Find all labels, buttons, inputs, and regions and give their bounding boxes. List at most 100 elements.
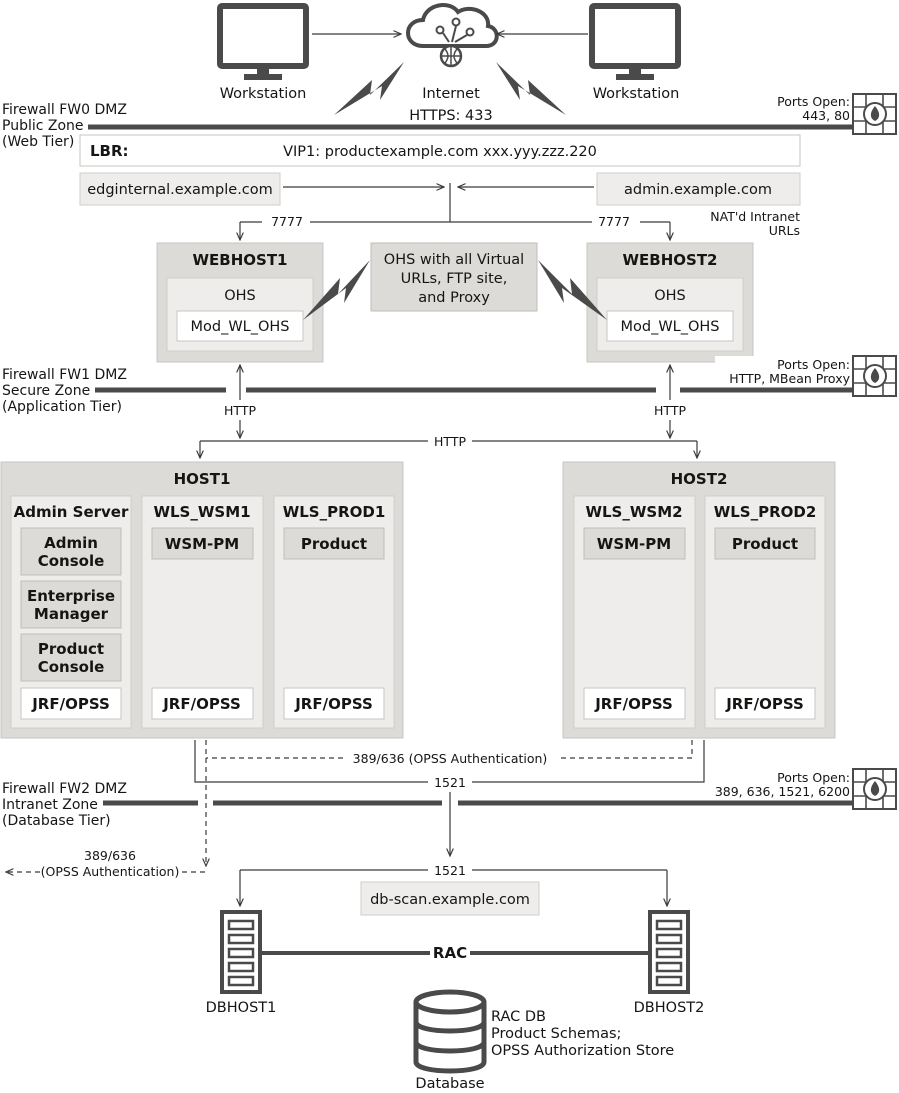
ohs-note-line2: URLs, FTP site, <box>401 271 508 287</box>
webhost1-module-box <box>176 310 304 342</box>
url-left-box <box>79 172 281 206</box>
port-web-left: 7777 <box>271 214 303 229</box>
wsm1-jrf-box <box>151 687 254 720</box>
ports-fw1-bg <box>715 356 852 386</box>
prod2-jrf-label: JRF/OPSS <box>725 695 804 713</box>
zone-fw2-line2: Intranet Zone <box>2 797 98 813</box>
lbr-vip: VIP1: productexample.com xxx.yyy.zzz.220 <box>283 144 597 160</box>
product-console-line1: Product <box>38 640 104 658</box>
prod2-item-box <box>714 527 816 560</box>
admin-jrf-label: JRF/OPSS <box>31 695 110 713</box>
rac-label: RAC <box>433 944 467 962</box>
wsm2-jrf-box <box>583 687 686 720</box>
prod1-jrf-box <box>283 687 385 720</box>
db-note-line2: Product Schemas; <box>491 1026 621 1042</box>
nat-label-line1: NAT'd Intranet <box>710 209 800 224</box>
prod2-item-label: Product <box>732 535 798 553</box>
admin-console-box <box>20 527 122 576</box>
nat-label-line2: URLs <box>769 223 800 238</box>
ports-fw2-bg <box>715 769 852 799</box>
ports-fw0-bg <box>768 92 852 122</box>
ldap-label: 389/636 (OPSS Authentication) <box>353 751 548 766</box>
zone-fw1-line1: Firewall FW1 DMZ <box>2 367 127 383</box>
dbhost2-server-icon <box>648 910 690 994</box>
wls-prod1-title: WLS_PROD1 <box>283 503 386 521</box>
lbr-box <box>79 134 801 167</box>
zone-fw0-line2: Public Zone <box>2 118 84 134</box>
ports-fw0-line2: 443, 80 <box>802 108 850 123</box>
wsm2-jrf-label: JRF/OPSS <box>594 695 673 713</box>
webhost2-ohs-label: OHS <box>654 288 686 304</box>
wsm2-item-label: WSM-PM <box>597 535 671 553</box>
ldap-out-line2: (OPSS Authentication) <box>41 864 180 879</box>
ohs-note-line3: and Proxy <box>418 290 490 306</box>
zone-fw1-line2: Secure Zone <box>2 383 90 399</box>
lightning-ohs-right-icon <box>538 260 607 320</box>
firewall-fw2-icon <box>852 768 897 810</box>
wsm2-item-box <box>583 527 686 560</box>
admin-jrf-box <box>20 687 122 720</box>
port-web-right: 7777 <box>598 214 630 229</box>
ohs-note-box <box>370 242 538 312</box>
zone-fw0-line1: Firewall FW0 DMZ <box>2 102 127 118</box>
database-cylinder-icon <box>413 989 487 1074</box>
webhost1-title: WEBHOST1 <box>192 251 287 269</box>
internet-protocol-label: HTTPS: 433 <box>409 108 492 124</box>
wls-wsm1-title: WLS_WSM1 <box>153 503 250 521</box>
webhost2-module-box <box>606 310 734 342</box>
webhost1-ohs-label: OHS <box>224 288 256 304</box>
dbhost1-server-icon <box>220 910 262 994</box>
admin-console-line2: Console <box>38 552 105 570</box>
admin-console-line1: Admin <box>44 534 98 552</box>
ohs-note-line1: OHS with all Virtual <box>384 252 524 268</box>
db-note-line3: OPSS Authorization Store <box>491 1043 674 1059</box>
db-note-line1: RAC DB <box>491 1009 546 1025</box>
http-right-label: HTTP <box>654 403 686 418</box>
db-host1-line <box>194 740 428 783</box>
enterprise-manager-line1: Enterprise <box>27 587 115 605</box>
db-scan-box <box>360 881 540 916</box>
database-label: Database <box>415 1076 484 1092</box>
webhost2-module-label: Mod_WL_OHS <box>620 319 719 335</box>
ldap-out-line1: 389/636 <box>84 848 136 863</box>
ports-fw1-line2: HTTP, MBean Proxy <box>729 371 850 386</box>
wls-prod2-title: WLS_PROD2 <box>714 503 817 521</box>
wsm1-item-box <box>151 527 254 560</box>
db-scan-label: db-scan.example.com <box>370 892 530 908</box>
db-port-label-lower: 1521 <box>434 863 466 878</box>
dbhost2-label: DBHOST2 <box>634 1000 705 1016</box>
wls-wsm2-title: WLS_WSM2 <box>585 503 682 521</box>
firewall-fw1-icon <box>852 355 897 397</box>
admin-server-title: Admin Server <box>14 503 129 521</box>
url-right-box <box>596 172 801 206</box>
workstation-left-icon <box>217 3 309 80</box>
ldap-host2-line <box>557 740 693 759</box>
enterprise-manager-box <box>20 580 122 629</box>
internet-label: Internet <box>422 86 480 102</box>
enterprise-manager-line2: Manager <box>34 605 109 623</box>
db-host2-line <box>472 740 705 783</box>
lightning-left-icon <box>334 62 404 115</box>
ports-fw1-line1: Ports Open: <box>777 357 850 372</box>
workstation-left-label: Workstation <box>220 86 307 102</box>
product-console-line2: Console <box>38 658 105 676</box>
lightning-ohs-left-icon <box>303 260 370 320</box>
ports-fw2-line1: Ports Open: <box>777 770 850 785</box>
prod2-jrf-box <box>714 687 816 720</box>
webhost2-title: WEBHOST2 <box>622 251 717 269</box>
prod1-jrf-label: JRF/OPSS <box>294 695 373 713</box>
internet-cloud-icon <box>406 3 499 68</box>
url-left-label: edginternal.example.com <box>87 182 273 198</box>
webhost1-module-label: Mod_WL_OHS <box>190 319 289 335</box>
lbr-label: LBR: <box>90 142 129 160</box>
http-cross-label: HTTP <box>434 434 466 449</box>
http-left-label: HTTP <box>224 403 256 418</box>
zone-fw2-line1: Firewall FW2 DMZ <box>2 781 127 797</box>
dbhost1-label: DBHOST1 <box>206 1000 277 1016</box>
prod1-item-box <box>283 527 385 560</box>
host1-title: HOST1 <box>174 470 231 488</box>
host2-title: HOST2 <box>671 470 728 488</box>
zone-fw1-line3: (Application Tier) <box>2 399 122 415</box>
